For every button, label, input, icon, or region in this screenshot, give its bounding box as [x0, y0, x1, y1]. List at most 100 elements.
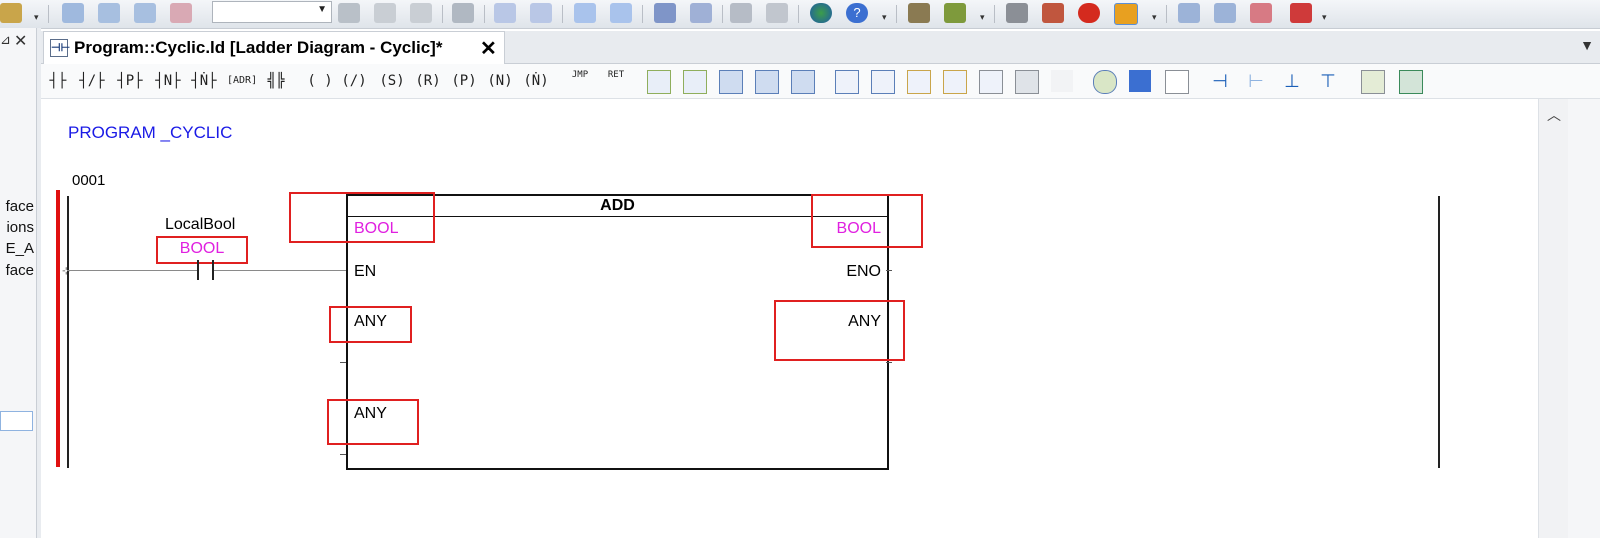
dropdown-icon[interactable]: ▾: [882, 12, 887, 22]
network-number[interactable]: 0001: [72, 172, 106, 189]
coil-reset-button[interactable]: (R): [415, 73, 441, 89]
new-icon[interactable]: [62, 3, 84, 23]
dropdown-icon[interactable]: ▾: [34, 12, 39, 22]
grid-icon[interactable]: [1214, 3, 1236, 23]
left-panel-item[interactable]: face: [5, 198, 34, 215]
connect-right-icon[interactable]: ⊣: [1212, 71, 1228, 91]
sort-asc-icon[interactable]: [494, 3, 516, 23]
en-pin[interactable]: EN: [354, 263, 377, 280]
contact-left-bar[interactable]: [197, 260, 199, 280]
connect-left-icon[interactable]: ⊢: [1248, 71, 1264, 91]
adr-button[interactable]: [ADR]: [227, 75, 258, 86]
flag-icon[interactable]: [1129, 70, 1151, 92]
redo-icon[interactable]: [134, 3, 156, 23]
coil-button[interactable]: ( ): [307, 73, 333, 89]
insert-cell-icon[interactable]: [791, 70, 815, 94]
connect-down-icon[interactable]: ⊤: [1320, 71, 1336, 91]
find-next-icon[interactable]: [410, 3, 432, 23]
open-icon[interactable]: [0, 3, 22, 23]
move-down-icon[interactable]: [610, 3, 632, 23]
return-button[interactable]: RET: [607, 70, 625, 80]
insert-row-above-icon[interactable]: [647, 70, 671, 94]
dropdown-icon[interactable]: ▾: [1152, 12, 1157, 22]
coil-negated-button[interactable]: (/): [341, 73, 367, 89]
tab-program-cyclic[interactable]: ⊣⊢ Program::Cyclic.ld [Ladder Diagram - …: [43, 31, 505, 64]
connection-point[interactable]: ⊹: [62, 266, 71, 277]
calculator-icon[interactable]: [1015, 70, 1039, 94]
contact-right-bar[interactable]: [212, 260, 214, 280]
rebuild-icon[interactable]: [944, 3, 966, 23]
tab-list-dropdown-icon[interactable]: ▼: [1580, 37, 1594, 53]
ladder-editor-canvas[interactable]: PROGRAM _CYCLIC 0001 ⊹ LocalBool BOOL AD…: [41, 99, 1537, 538]
comment-icon[interactable]: [1093, 70, 1117, 94]
left-panel-item[interactable]: E_A: [5, 240, 34, 257]
close-icon[interactable]: ✕: [480, 38, 497, 60]
insert-column-right-icon[interactable]: [755, 70, 779, 94]
function-block-add[interactable]: ADD BOOL BOOL EN ENO ANY ANY ANY: [346, 194, 889, 470]
move-up-icon[interactable]: [574, 3, 596, 23]
globe-icon[interactable]: [810, 3, 832, 23]
left-panel-input[interactable]: [0, 411, 33, 431]
coil-nn-button[interactable]: (Ṅ): [523, 73, 549, 89]
parallel-branch-button[interactable]: ╣╠: [267, 73, 285, 89]
remove-icon[interactable]: [1250, 3, 1272, 23]
eno-type: BOOL: [836, 220, 881, 237]
align-left-icon[interactable]: [654, 3, 676, 23]
find-prev-icon[interactable]: [374, 3, 396, 23]
dropdown-icon[interactable]: ▾: [980, 12, 985, 22]
chevron-down-icon[interactable]: ▼: [317, 4, 327, 15]
eno-pin[interactable]: ENO: [846, 263, 881, 280]
tools-icon[interactable]: [1006, 3, 1028, 23]
connect-up-icon[interactable]: ⊥: [1284, 71, 1300, 91]
dropdown-icon[interactable]: ▾: [1322, 12, 1327, 22]
panel-splitter[interactable]: [37, 28, 41, 538]
input-1-type[interactable]: ANY: [354, 313, 387, 330]
grid-toggle-icon[interactable]: [1399, 70, 1423, 94]
document-icon[interactable]: [1165, 70, 1189, 94]
block-input-icon[interactable]: [907, 70, 931, 94]
function-block-icon[interactable]: [835, 70, 859, 94]
coil-p-button[interactable]: (P): [451, 73, 477, 89]
contact-nn-button[interactable]: ┤Ṅ├: [191, 73, 217, 89]
find-icon[interactable]: [338, 3, 360, 23]
align-right-icon[interactable]: [690, 3, 712, 23]
help-icon[interactable]: ?: [846, 3, 868, 23]
unlink-icon[interactable]: [766, 3, 788, 23]
eno-type-highlight: [811, 194, 923, 248]
delete-icon[interactable]: [170, 3, 192, 23]
contact-no-button[interactable]: ┤├: [49, 73, 67, 89]
settings-icon[interactable]: [1042, 3, 1064, 23]
input-2-type[interactable]: ANY: [354, 405, 387, 422]
traffic-light-icon[interactable]: [1114, 3, 1138, 25]
link-icon[interactable]: [730, 3, 752, 23]
insert-row-below-icon[interactable]: [683, 70, 707, 94]
vertical-scrollbar[interactable]: ︿: [1538, 99, 1569, 538]
power-icon[interactable]: [1078, 3, 1100, 23]
left-panel-item[interactable]: ions: [6, 219, 34, 236]
undo-icon[interactable]: [98, 3, 120, 23]
checklist-icon[interactable]: [1361, 70, 1385, 94]
contact-n-button[interactable]: ┤N├: [155, 73, 181, 89]
contact-nc-button[interactable]: ┤/├: [79, 73, 105, 89]
comment-toggle-icon[interactable]: [1051, 70, 1073, 92]
jump-button[interactable]: JMP: [571, 70, 589, 80]
coil-n-button[interactable]: (N): [487, 73, 513, 89]
replace-icon[interactable]: [452, 3, 474, 23]
contact-p-button[interactable]: ┤P├: [117, 73, 143, 89]
coil-set-button[interactable]: (S): [379, 73, 405, 89]
output-type[interactable]: ANY: [848, 313, 881, 330]
insert-column-left-icon[interactable]: [719, 70, 743, 94]
contact-variable-name[interactable]: LocalBool: [165, 216, 236, 233]
left-panel-item[interactable]: face: [5, 262, 34, 279]
build-icon[interactable]: [908, 3, 930, 23]
download-icon[interactable]: [1290, 3, 1312, 23]
toolbar-combo-box[interactable]: ▼: [212, 1, 332, 23]
scroll-up-icon[interactable]: ︿: [1547, 107, 1561, 123]
pin-icon[interactable]: ⊿: [0, 32, 11, 47]
not-equal-icon[interactable]: [979, 70, 1003, 94]
unknown-block-icon[interactable]: [871, 70, 895, 94]
block-output-icon[interactable]: [943, 70, 967, 94]
close-icon[interactable]: ✕: [14, 33, 28, 50]
sort-desc-icon[interactable]: [530, 3, 552, 23]
calendar-icon[interactable]: [1178, 3, 1200, 23]
